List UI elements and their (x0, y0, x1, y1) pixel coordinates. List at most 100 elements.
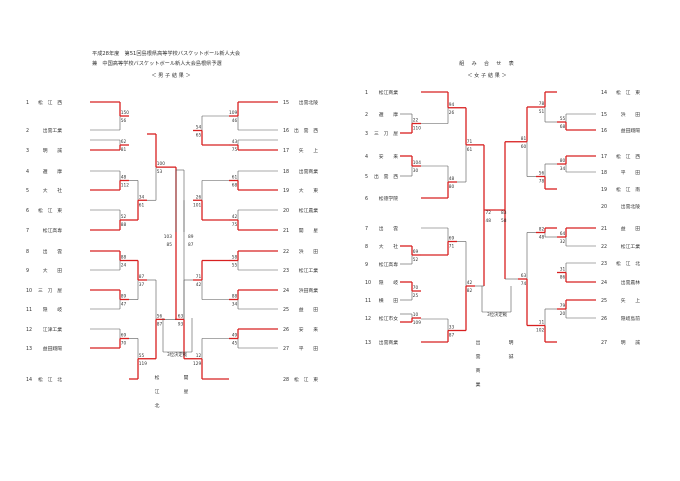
boys-r-r2a-score-bottom: 65 (196, 133, 202, 139)
boys-l-r1f-score-top: 88 (121, 255, 127, 261)
girls-right-team-24: 出雲農林 (621, 279, 640, 286)
girls-right-seed-16: 16 (601, 128, 607, 134)
boys-left-team-8: 出 雲 (43, 248, 62, 255)
girls-right-team-27: 明 誠 (621, 339, 640, 346)
boys-left-seed-13: 13 (26, 346, 32, 352)
girls-l-r2b-score-top: 48 (449, 176, 455, 182)
boys-right-team-28: 松 江 東 (294, 376, 318, 383)
girls-final-score-2: 48 (486, 218, 492, 224)
girls-left-seed-3: 3 (365, 131, 368, 137)
boys-left-team-2: 出雲工業 (43, 127, 62, 134)
girls-third-place-team-left: 出雲商業 (476, 339, 481, 388)
boys-l-r1e-score-top: 34 (139, 194, 145, 200)
boys-l-r3-score-top: 56 (157, 313, 163, 319)
boys-right-team-23: 松江工業 (299, 267, 318, 274)
girls-left-team-6: 松徳学院 (379, 195, 398, 202)
girls-l-r3a-score-bottom: 61 (467, 147, 473, 153)
boys-right-seed-21: 21 (283, 228, 289, 234)
boys-left-team-1: 松 江 西 (38, 99, 62, 106)
tournament-title: 平成28年度 第51回島根県高等学校バスケットボール新人大会 (92, 51, 241, 57)
pairing-title: 組 み 合 せ 表 (459, 61, 515, 67)
boys-left-team-5: 大 社 (43, 187, 62, 194)
boys-l-r2a-score-bottom: 53 (157, 169, 163, 175)
girls-l-r1e-score-top: 10 (413, 312, 419, 318)
girls-right-seed-21: 21 (601, 226, 607, 232)
boys-l-r2b-score-top: 55 (139, 353, 145, 359)
girls-right-team-15: 浜 田 (621, 111, 640, 118)
girls-right-seed-26: 26 (601, 316, 607, 322)
boys-left-seed-6: 6 (26, 208, 29, 214)
girls-l-r2d-score-top: 33 (449, 325, 455, 331)
boys-left-seed-2: 2 (26, 128, 29, 134)
boys-right-seed-19: 19 (283, 188, 289, 194)
boys-l-r1d-score-bottom: 88 (121, 222, 127, 228)
boys-right-team-22: 浜 田 (299, 248, 318, 255)
boys-right-seed-23: 23 (283, 268, 289, 274)
boys-l-r1c-score-bottom: 112 (121, 183, 129, 189)
girls-l-r1d-score-top: 70 (413, 285, 419, 291)
girls-l-r2c-score-top: 69 (449, 236, 455, 242)
girls-left-team-2: 邇 摩 (379, 111, 398, 118)
boys-left-seed-5: 5 (26, 188, 29, 194)
boys-l-r1h-score-bottom: 70 (121, 341, 127, 347)
girls-left-seed-10: 10 (365, 280, 371, 286)
girls-r-r3a-score-bottom: 60 (521, 144, 527, 150)
boys-l-r1i-score-bottom: 37 (139, 282, 145, 288)
boys-r-r1d-score-top: 42 (232, 214, 238, 220)
girls-right-seed-14: 14 (601, 90, 607, 96)
boys-left-seed-3: 3 (26, 148, 29, 154)
girls-left-seed-13: 13 (365, 340, 371, 346)
boys-r-r1a-score-top: 109 (229, 110, 237, 116)
girls-l-r2d-score-bottom: 87 (449, 333, 455, 339)
girls-left-seed-6: 6 (365, 196, 368, 202)
boys-left-seed-1: 1 (26, 100, 29, 106)
boys-r-r1b-score-top: 43 (232, 139, 238, 145)
boys-left-seed-11: 11 (26, 307, 32, 313)
boys-r-r2d-score-bottom: 129 (193, 361, 201, 367)
girls-l-r2a-score-top: 94 (449, 102, 455, 108)
boys-third-place-label: 3位決定戦 (167, 351, 188, 358)
girls-left-seed-5: 5 (365, 174, 368, 180)
girls-right-seed-17: 17 (601, 154, 607, 160)
boys-r-r1b-score-bottom: 75 (232, 147, 238, 153)
girls-r-r1e-score-bottom: 20 (560, 311, 566, 317)
boys-l-r2a-score-top: 100 (157, 161, 165, 167)
boys-r-r1e-score-bottom: 55 (232, 263, 238, 269)
girls-r-r2a-score-bottom: 51 (539, 109, 545, 115)
girls-r-r3a-score-top: 81 (521, 136, 527, 142)
girls-r-r2a-score-top: 78 (539, 101, 545, 107)
girls-right-team-26: 隠岐島前 (621, 315, 640, 322)
girls-right-seed-18: 18 (601, 170, 607, 176)
girls-r-r1a-score-top: 55 (560, 116, 566, 122)
boys-l-r1e-score-bottom: 61 (139, 202, 145, 208)
boys-right-seed-20: 20 (283, 208, 289, 214)
girls-final-score-4: 58 (501, 218, 507, 224)
girls-r-r1e-score-top: 79 (560, 303, 566, 309)
boys-left-seed-9: 9 (26, 268, 29, 274)
boys-r-r1g-score-bottom: 45 (232, 341, 238, 347)
girls-left-team-12: 松江市女 (379, 315, 398, 322)
boys-right-team-17: 矢 上 (299, 147, 318, 154)
boys-results-label: ＜ 男 子 結 果 ＞ (151, 73, 191, 79)
girls-r-r3b-score-bottom: 74 (521, 281, 527, 287)
girls-left-team-5: 出 雲 西 (374, 173, 398, 180)
girls-left-seed-4: 4 (365, 154, 368, 160)
girls-left-team-8: 大 社 (379, 243, 398, 250)
boys-r-r2d-score-top: 12 (196, 353, 202, 359)
boys-right-seed-17: 17 (283, 148, 289, 154)
boys-l-r1a-score-bottom: 56 (121, 118, 127, 124)
boys-r-r2c-score-bottom: 42 (196, 282, 202, 288)
boys-l-r1d-score-top: 52 (121, 214, 127, 220)
girls-l-r2b-score-bottom: 80 (449, 184, 455, 190)
boys-right-team-27: 平 田 (299, 346, 318, 352)
boys-l-r1b-score-bottom: 81 (121, 147, 127, 153)
girls-r-r2d-score-bottom: 102 (536, 328, 544, 334)
girls-l-r3b-score-top: 42 (467, 280, 473, 286)
girls-left-seed-1: 1 (365, 90, 368, 96)
boys-left-team-13: 益田翔陽 (43, 345, 62, 352)
boys-left-team-7: 松江高専 (43, 227, 62, 234)
boys-right-team-19: 大 東 (299, 187, 318, 194)
girls-left-team-7: 出 雲 (379, 225, 398, 232)
boys-right-seed-22: 22 (283, 249, 289, 255)
girls-l-r1a-score-bottom: 110 (413, 126, 421, 132)
